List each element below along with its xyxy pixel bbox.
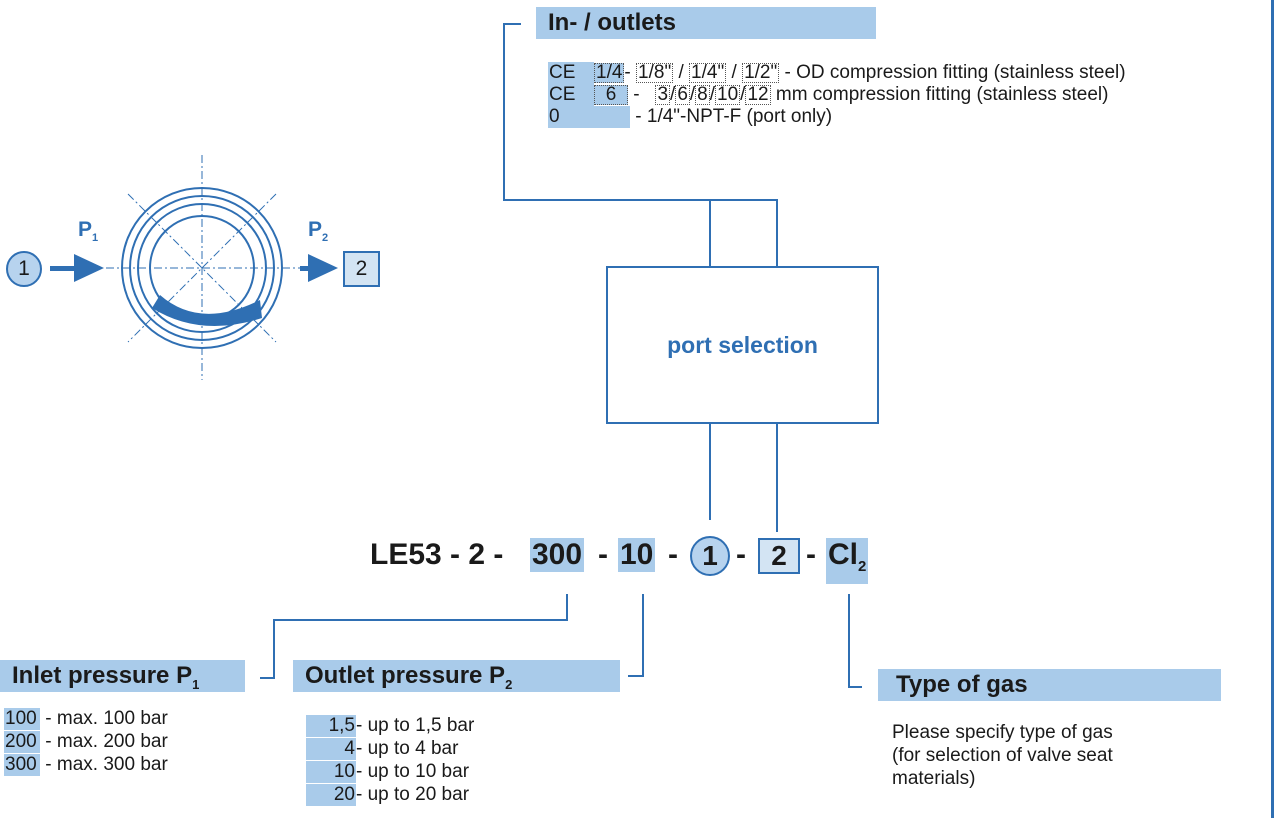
outlet-row-1-opt-1: 1/8" [636,62,674,83]
outlet-row-2-desc: mm compression fitting (stainless steel) [775,84,1109,105]
outlet-row-2-opt-3: 8 [695,84,710,105]
inlet-pressure-desc: - max. 200 bar [45,731,168,752]
outlets-connector-bottom [503,199,778,201]
outlet-row-2-code: 6 [594,85,628,105]
model-code-dash-2: - [668,538,678,571]
inlet-pressure-header: Inlet pressure P1 [0,660,245,692]
model-code-inlet: 1 [690,536,730,576]
inlet-pressure-desc: - max. 100 bar [45,708,168,729]
p1-label: P1 [78,218,98,244]
inlet-pressure-item: 200 - max. 200 bar [4,731,168,753]
outlet-row-2-opt-4: 10 [715,84,741,105]
outlet-pressure-code: 4 [306,738,356,760]
gas-desc-line: (for selection of valve seat [892,745,1113,766]
outlets-connector-v1 [709,199,711,266]
inlet-pressure-code: 200 [4,731,40,753]
inlet-pressure-item: 100 - max. 100 bar [4,708,168,730]
regulator-symbol [0,150,400,410]
outlet-row-2-sep: - [633,84,640,105]
model-code-gas: Cl2 [826,538,869,584]
outlet-row-2-opt-2: 6 [675,84,690,105]
model-code-dash-4: - [806,538,816,571]
p2-letter: P [308,218,323,241]
model-code-p2: 10 [618,538,656,572]
gas-desc-line: Please specify type of gas [892,722,1113,743]
model-code-gas-sub: 2 [858,558,867,575]
outlet-row-2-opt-1: 3 [655,84,671,105]
port-connector-v1 [709,424,711,520]
p1-letter: P [78,218,93,241]
outlet-pressure-header: Outlet pressure P2 [293,660,620,692]
outlet-row-1-opt-3: 1/2" [742,62,780,83]
outlet-row-3: 0 - 1/4"-NPT-F (port only) [548,106,832,128]
p2-connector-v [642,594,644,677]
inlet-pressure-code: 300 [4,754,40,776]
p2-label: P2 [308,218,328,244]
model-code-base: LE53 - 2 - [370,538,504,571]
port-selection-box: port selection [606,266,879,424]
outlet-pressure-desc: - up to 1,5 bar [356,715,475,736]
outlet-row-1-sep: - [624,62,631,83]
outlet-pressure-desc: - up to 10 bar [356,761,470,782]
model-code-dash-3: - [736,538,746,571]
outlet-pressure-item: 20- up to 20 bar [306,784,469,806]
outlet-pressure-title-sub: 2 [505,676,513,692]
outlet-pressure-item: 1,5- up to 1,5 bar [306,715,474,737]
gas-header: Type of gas [878,669,1221,701]
gas-desc-line: materials) [892,768,976,789]
outlet-pressure-item: 10- up to 10 bar [306,761,469,783]
outlet-pressure-code: 10 [306,761,356,783]
inlet-pressure-title: Inlet pressure P [12,662,193,689]
gas-connector-tick [848,686,862,688]
model-code-p1: 300 [530,538,585,572]
p2-sub: 2 [322,232,329,245]
outlet-pressure-title: Outlet pressure P [305,662,506,689]
gas-connector-v [848,594,850,688]
outlet-pressure-code: 20 [306,784,356,806]
regulator-graphic [50,155,338,380]
inlet-marker: 1 [6,251,42,287]
model-code-outlet: 2 [758,538,800,574]
inlet-pressure-title-sub: 1 [192,676,200,692]
outlet-marker: 2 [343,251,380,287]
outlet-row-1-opt-2: 1/4" [689,62,727,83]
p1-sub: 1 [92,232,99,245]
model-code-dash-1: - [598,538,608,571]
right-edge-rule [1271,0,1274,818]
p2-connector-tick [628,675,644,677]
p1-connector-h [273,619,568,621]
outlet-row-3-desc: - 1/4"-NPT-F (port only) [635,106,833,127]
p1-connector-tick [260,677,275,679]
inlet-pressure-desc: - max. 300 bar [45,754,168,775]
outlets-header: In- / outlets [536,7,876,39]
model-code-gas-formula: Cl [828,538,858,571]
port-connector-v2 [776,424,778,532]
outlet-pressure-desc: - up to 4 bar [356,738,459,759]
inlet-pressure-code: 100 [4,708,40,730]
p1-connector-down [273,619,275,679]
outlet-pressure-item: 4- up to 4 bar [306,738,458,760]
inlet-pressure-item: 300 - max. 300 bar [4,754,168,776]
port-selection-label: port selection [667,331,818,358]
outlets-connector-left [503,23,505,201]
outlet-row-2-prefix: CE [548,84,594,106]
outlet-row-3-code: 0 [548,106,630,128]
outlet-row-1-desc: - OD compression fitting (stainless stee… [784,62,1126,83]
outlet-pressure-code: 1,5 [306,715,356,737]
outlets-connector-v2 [776,199,778,266]
outlet-row-2-opt-5: 12 [745,84,771,105]
outlets-connector-top [503,23,521,25]
p1-connector-v [566,594,568,620]
outlet-row-1-prefix: CE [548,62,594,84]
outlet-row-1-code: 1/4 [594,62,625,83]
outlet-pressure-desc: - up to 20 bar [356,784,470,805]
